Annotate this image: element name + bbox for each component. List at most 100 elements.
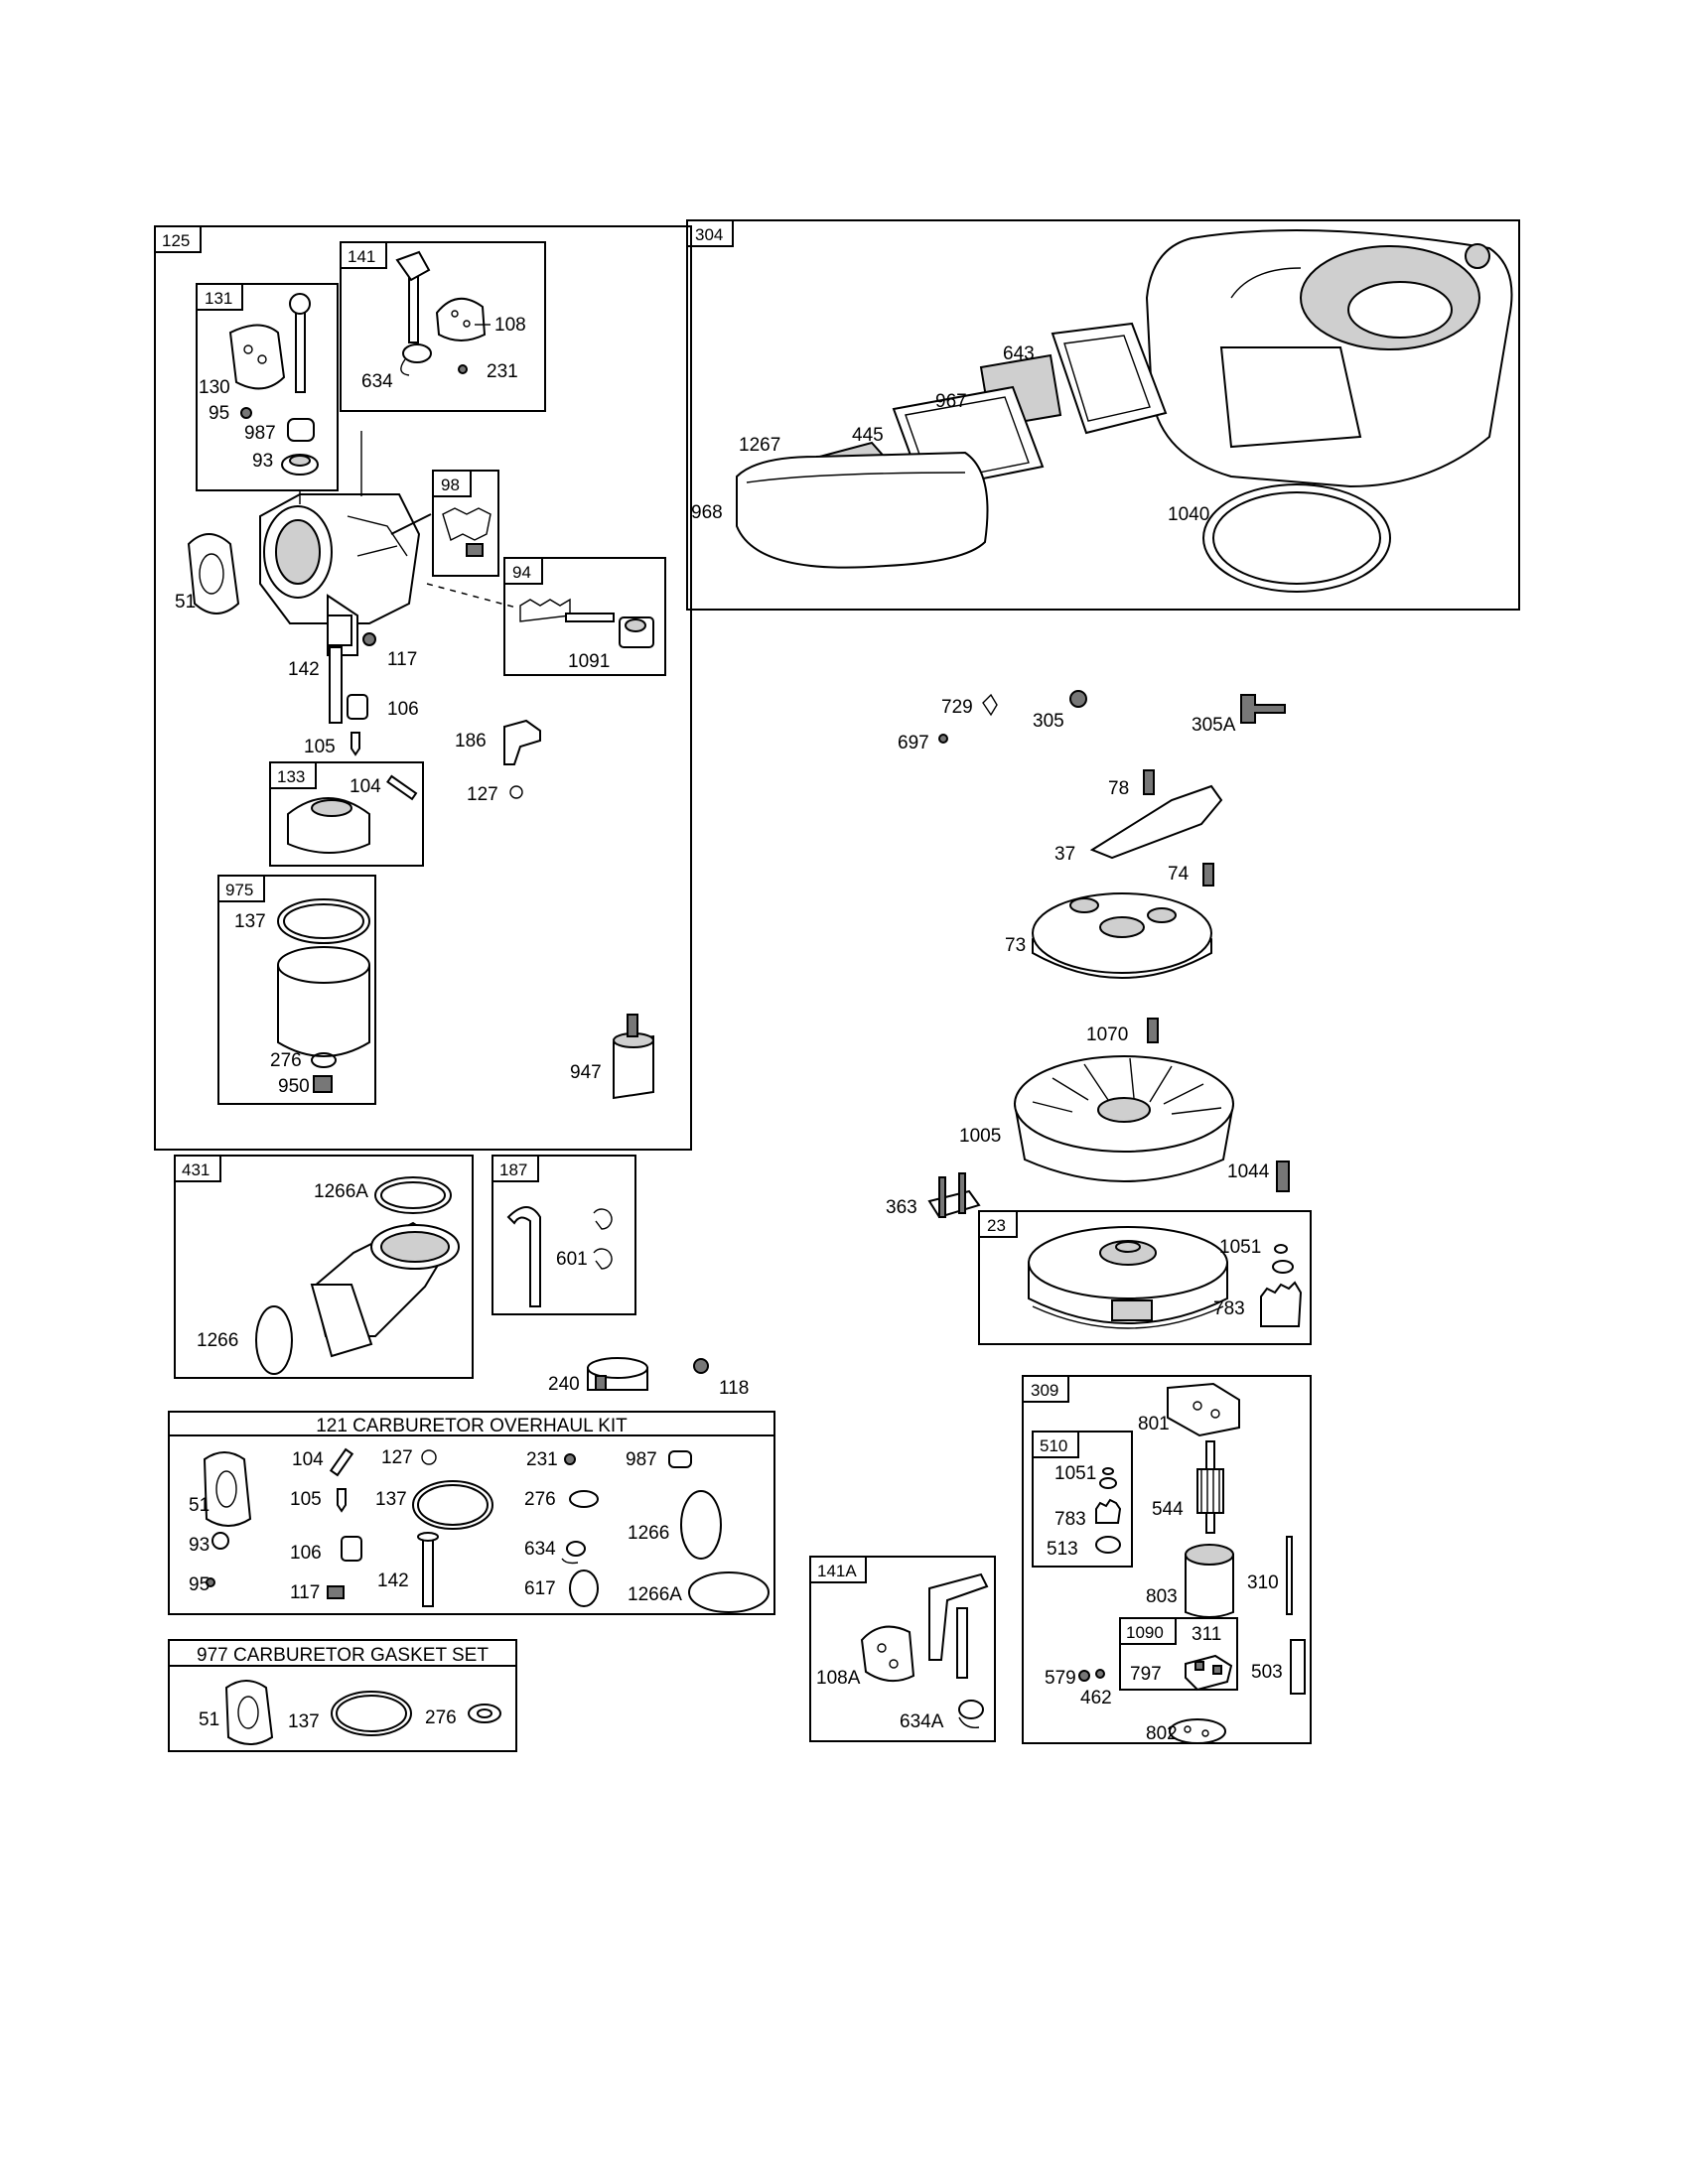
box-label-133: 133 bbox=[277, 767, 305, 786]
label-513: 513 bbox=[1047, 1539, 1078, 1560]
brush-holder-797 bbox=[1185, 1654, 1233, 1692]
box-125: 125 bbox=[154, 225, 692, 1151]
box-label-431: 431 bbox=[182, 1160, 210, 1179]
label-1266: 1266 bbox=[197, 1330, 238, 1351]
label-1070: 1070 bbox=[1086, 1024, 1128, 1045]
float-pin-104 bbox=[386, 774, 418, 801]
kit-label-142: 142 bbox=[377, 1570, 409, 1591]
label-78: 78 bbox=[1108, 778, 1129, 799]
label-37: 37 bbox=[1054, 844, 1075, 865]
throttle-plate bbox=[228, 324, 286, 390]
spring-634-part bbox=[402, 343, 432, 363]
label-445: 445 bbox=[852, 425, 884, 446]
label-544: 544 bbox=[1152, 1499, 1184, 1520]
kit-label-276: 276 bbox=[524, 1489, 556, 1510]
box-label-141: 141 bbox=[348, 247, 375, 266]
box-304: 304 bbox=[686, 219, 1520, 611]
box-label-141a: 141A bbox=[817, 1562, 857, 1580]
ball-462 bbox=[1095, 1669, 1105, 1679]
bolt-78 bbox=[1143, 769, 1155, 795]
oring-1266-part bbox=[255, 1305, 293, 1375]
label-240: 240 bbox=[548, 1374, 580, 1395]
box-431: 431 bbox=[174, 1155, 474, 1379]
washer-1051 bbox=[1274, 1244, 1288, 1254]
label-802: 802 bbox=[1146, 1723, 1178, 1744]
plate-802 bbox=[1169, 1718, 1226, 1744]
screw-118 bbox=[693, 1358, 709, 1374]
label-947: 947 bbox=[570, 1062, 602, 1083]
label-729: 729 bbox=[941, 697, 973, 718]
label-783: 783 bbox=[1213, 1298, 1245, 1319]
bolt-1044 bbox=[1276, 1160, 1290, 1192]
box-131: 131 bbox=[196, 283, 339, 491]
label-104: 104 bbox=[350, 776, 381, 797]
label-950: 950 bbox=[278, 1076, 310, 1097]
label-634: 634 bbox=[361, 371, 393, 392]
label-108: 108 bbox=[494, 315, 526, 336]
bolt-1070 bbox=[1147, 1018, 1159, 1043]
housing-803 bbox=[1185, 1554, 1234, 1618]
gasket-set-label-276: 276 bbox=[425, 1707, 457, 1728]
screw-305 bbox=[1069, 690, 1087, 708]
label-697: 697 bbox=[898, 733, 929, 753]
kit-label-1266a: 1266A bbox=[628, 1584, 682, 1605]
nozzle-106-part bbox=[347, 694, 368, 720]
filter-housing-643 bbox=[1051, 322, 1168, 435]
clamp-601-b bbox=[593, 1248, 613, 1270]
bracket-503 bbox=[1290, 1639, 1306, 1695]
kit-label-1266: 1266 bbox=[628, 1523, 669, 1544]
kit-label-105: 105 bbox=[290, 1489, 322, 1510]
clip-729 bbox=[982, 693, 998, 717]
fuel-line-187 bbox=[506, 1206, 541, 1307]
label-643: 643 bbox=[1003, 343, 1035, 364]
box-23: 23 bbox=[978, 1210, 1312, 1345]
box-98: 98 bbox=[390, 470, 499, 577]
box-1090: 1090 bbox=[1119, 1617, 1238, 1692]
box-label-187: 187 bbox=[499, 1160, 527, 1179]
kit-label-106: 106 bbox=[290, 1543, 322, 1564]
gasket-137-part bbox=[277, 898, 370, 944]
box-94: 94 bbox=[503, 557, 666, 676]
gear-783 bbox=[1260, 1281, 1303, 1327]
label-305: 305 bbox=[1033, 711, 1064, 732]
kit-label-634: 634 bbox=[524, 1539, 556, 1560]
bracket-363 bbox=[927, 1189, 981, 1219]
kit-label-95: 95 bbox=[189, 1574, 210, 1595]
label-117: 117 bbox=[387, 649, 417, 670]
label-987: 987 bbox=[244, 423, 276, 444]
box-label-510: 510 bbox=[1040, 1436, 1067, 1455]
label-142: 142 bbox=[288, 659, 320, 680]
box-510: 510 bbox=[1032, 1431, 1133, 1568]
label-968: 968 bbox=[691, 502, 723, 523]
label-783-starter: 783 bbox=[1054, 1509, 1086, 1530]
label-1267: 1267 bbox=[739, 435, 780, 456]
bushing-987-part bbox=[287, 418, 315, 442]
label-118: 118 bbox=[719, 1378, 749, 1399]
gear-783-starter bbox=[1095, 1498, 1122, 1524]
ring-1040 bbox=[1202, 483, 1391, 593]
label-231: 231 bbox=[487, 361, 518, 382]
fan-1005 bbox=[1013, 1055, 1235, 1182]
kit-label-51: 51 bbox=[189, 1495, 210, 1516]
label-601: 601 bbox=[556, 1249, 588, 1270]
label-1266a: 1266A bbox=[314, 1181, 368, 1202]
kit-label-231: 231 bbox=[526, 1449, 558, 1470]
end-cap-801 bbox=[1167, 1382, 1240, 1437]
tube-142-part bbox=[329, 646, 343, 724]
box-label-309: 309 bbox=[1031, 1381, 1058, 1400]
screw-95-part bbox=[240, 407, 252, 419]
box-label-23: 23 bbox=[987, 1216, 1006, 1235]
box-label-98: 98 bbox=[441, 476, 460, 494]
screw-697 bbox=[938, 734, 948, 744]
choke-plate bbox=[435, 297, 487, 341]
oring-127-part bbox=[509, 785, 523, 799]
air-cover-968 bbox=[736, 451, 989, 569]
kit-label-127: 127 bbox=[381, 1447, 413, 1468]
gasket-set-label-137: 137 bbox=[288, 1711, 320, 1732]
label-51: 51 bbox=[175, 592, 196, 613]
jet-105-part bbox=[351, 732, 360, 756]
carburetor-body bbox=[259, 431, 421, 656]
label-310: 310 bbox=[1247, 1572, 1279, 1593]
label-363: 363 bbox=[886, 1197, 917, 1218]
gasket-set-label-51: 51 bbox=[199, 1709, 219, 1730]
